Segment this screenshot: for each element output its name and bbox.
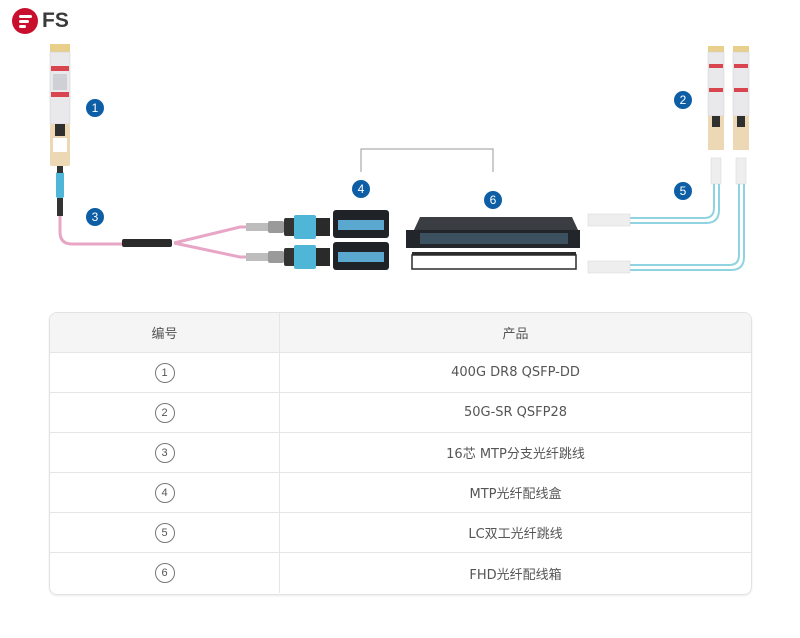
header-product: 产品	[502, 327, 529, 342]
mtp-cassette	[333, 210, 389, 270]
callout-badge-2: 2	[674, 91, 692, 109]
row-product: FHD光纤配线箱	[469, 567, 562, 583]
table-row: 2 50G-SR QSFP28	[50, 393, 751, 433]
fs-logo-icon	[12, 8, 38, 34]
row-number: 1	[154, 362, 175, 383]
callout-badge-1: 1	[86, 99, 104, 117]
table-row: 1 400G DR8 QSFP-DD	[50, 353, 751, 393]
row-number: 3	[154, 442, 175, 463]
table-header-row: 编号 产品	[50, 313, 751, 353]
row-product: 50G-SR QSFP28	[463, 405, 568, 420]
grouping-bracket	[360, 148, 494, 172]
table-row: 3 16芯 MTP分支光纤跳线	[50, 433, 751, 473]
mtp-breakout-cable	[56, 166, 330, 269]
row-product: MTP光纤配线盒	[469, 487, 562, 502]
callout-badge-3: 3	[86, 208, 104, 226]
callout-badge-6: 6	[484, 191, 502, 209]
network-diagram	[49, 44, 750, 274]
table-row: 5 LC双工光纤跳线	[50, 513, 751, 553]
row-number: 5	[154, 522, 175, 543]
row-product: LC双工光纤跳线	[468, 527, 563, 542]
row-number: 6	[154, 563, 175, 583]
qsfp28-transceiver	[732, 46, 750, 150]
header-number: 编号	[50, 313, 280, 352]
row-number: 2	[154, 402, 175, 423]
qsfp-dd-transceiver	[49, 44, 71, 166]
fs-logo: FS	[12, 8, 69, 34]
lc-duplex-cable	[587, 157, 747, 274]
row-product: 16芯 MTP分支光纤跳线	[446, 447, 585, 462]
fhd-enclosure	[406, 217, 580, 270]
row-number: 4	[154, 482, 175, 503]
table-row: 4 MTP光纤配线盒	[50, 473, 751, 513]
callout-badge-4: 4	[352, 180, 370, 198]
qsfp28-transceiver	[707, 46, 725, 150]
row-product: 400G DR8 QSFP-DD	[451, 365, 580, 380]
callout-badge-5: 5	[674, 182, 692, 200]
fs-logo-text: FS	[42, 9, 69, 32]
table-row: 6 FHD光纤配线箱	[50, 553, 751, 593]
product-table: 编号 产品 1 400G DR8 QSFP-DD 2 50G-SR QSFP28…	[49, 312, 752, 595]
